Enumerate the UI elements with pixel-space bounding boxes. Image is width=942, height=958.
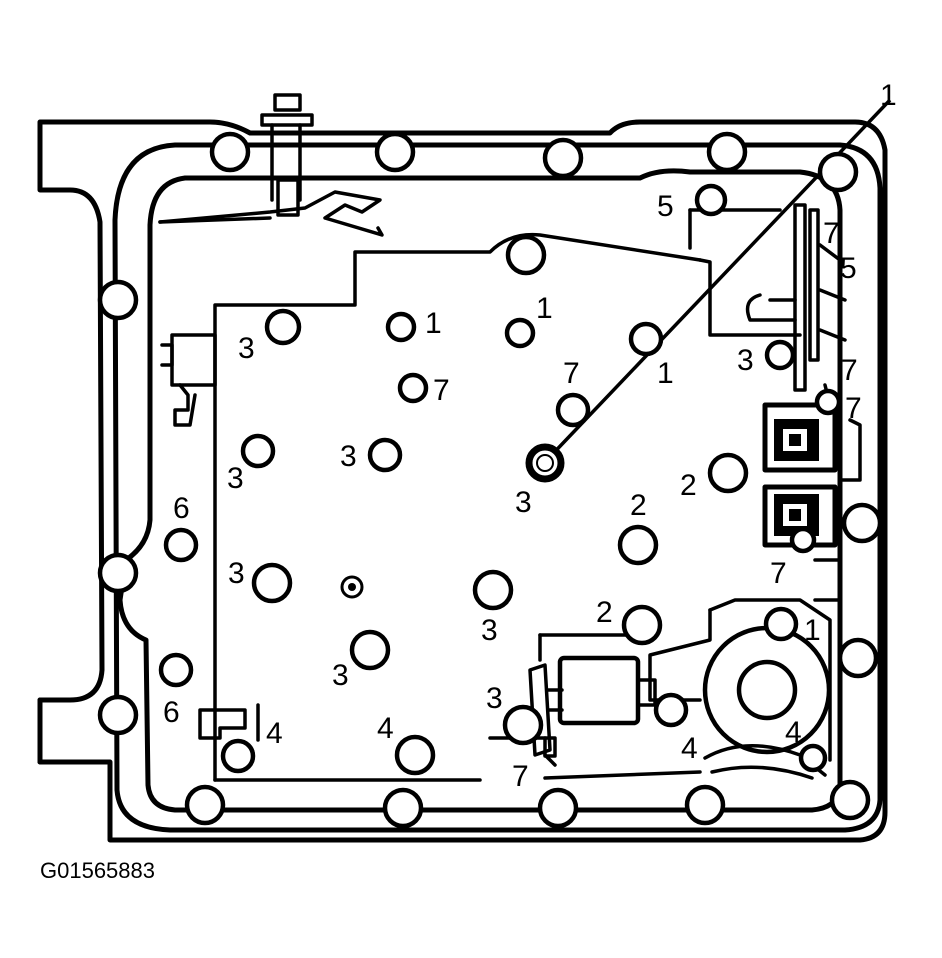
bolt-label: 5 — [657, 190, 674, 223]
bolt-label: 4 — [377, 712, 394, 745]
bolt-hole — [184, 784, 226, 826]
figure-code: G01565883 — [40, 858, 155, 883]
bolt-hole — [209, 131, 251, 173]
gasket-outline — [112, 142, 883, 833]
bolt-label: 2 — [596, 596, 613, 629]
bolt-hole — [349, 629, 391, 671]
bolt-hole — [706, 131, 748, 173]
bolt-label: 3 — [332, 659, 349, 692]
bolt-hole — [628, 321, 664, 357]
bolt-label: 7 — [823, 217, 840, 250]
right-connectors — [762, 402, 862, 548]
bolt-hole — [814, 388, 842, 416]
bolt-hole — [240, 433, 276, 469]
bolt-label: 4 — [785, 716, 802, 749]
bolt-label: 6 — [163, 696, 180, 729]
bolt-labels: 1 1 1 1 2 2 2 2 3 3 3 3 3 3 3 3 3 3 4 4 … — [163, 190, 862, 793]
bolt-label: 4 — [266, 717, 283, 750]
bolt-hole — [789, 526, 817, 554]
bolt-label: 7 — [563, 357, 580, 390]
manual-shaft — [158, 93, 384, 237]
bolt-label: 2 — [630, 489, 647, 522]
center-solenoid — [488, 633, 657, 767]
bolt-label: 7 — [433, 374, 450, 407]
bolt-hole — [502, 704, 544, 746]
bolt-label: 1 — [804, 614, 821, 647]
bolt-label: 3 — [515, 486, 532, 519]
bolt-hole — [684, 784, 726, 826]
accumulator-housing — [648, 558, 842, 780]
bolt-label: 2 — [680, 469, 697, 502]
callout-number: 1 — [880, 79, 897, 112]
bolt-hole — [537, 787, 579, 829]
bolt-label: 1 — [425, 307, 442, 340]
interior-bolt-holes — [158, 183, 842, 776]
bolt-label: 3 — [227, 462, 244, 495]
bolt-hole — [707, 452, 749, 494]
bolt-label: 3 — [737, 344, 754, 377]
bolt-hole — [385, 311, 417, 343]
bolt-hole — [97, 552, 139, 594]
bolt-hole — [394, 734, 436, 776]
bolt-label: 7 — [841, 354, 858, 387]
bolt-hole — [397, 372, 429, 404]
bolt-hole — [763, 606, 799, 642]
bolt-label: 3 — [228, 557, 245, 590]
bolt-hole — [158, 652, 194, 688]
bolt-label: 6 — [173, 492, 190, 525]
bolt-hole — [798, 743, 828, 773]
bolt-hole — [97, 279, 139, 321]
bolt-hole — [617, 524, 659, 566]
valve-body-outline — [213, 208, 802, 782]
bolt-hole — [382, 787, 424, 829]
bolt-hole — [653, 692, 689, 728]
center-target-marker — [340, 575, 364, 599]
bolt-hole — [555, 392, 591, 428]
bolt-hole — [764, 339, 796, 371]
bolt-hole — [163, 527, 199, 563]
bolt-hole — [220, 738, 256, 774]
bolt-label: 4 — [681, 732, 698, 765]
bolt-label: 7 — [512, 760, 529, 793]
perimeter-bolt-holes — [97, 131, 883, 829]
bolt-label: 5 — [840, 252, 857, 285]
bolt-hole — [251, 562, 293, 604]
bolt-label: 7 — [845, 392, 862, 425]
bolt-label: 1 — [657, 357, 674, 390]
bolt-hole — [841, 502, 883, 544]
bolt-label: 3 — [486, 682, 503, 715]
bolt-label: 7 — [770, 557, 787, 590]
bolt-hole — [374, 131, 416, 173]
bolt-hole — [817, 151, 859, 193]
bolt-hole — [367, 437, 403, 473]
bolt-hole — [97, 694, 139, 736]
lower-left-bracket — [198, 703, 260, 742]
bolt-hole — [837, 637, 879, 679]
bolt-label: 3 — [481, 614, 498, 647]
bolt-hole — [472, 569, 514, 611]
bolt-hole — [542, 137, 584, 179]
bolt-hole — [505, 234, 547, 276]
bolt-label: 3 — [340, 440, 357, 473]
bolt-hole — [829, 779, 871, 821]
bolt-hole — [694, 183, 728, 217]
bolt-label: 1 — [536, 292, 553, 325]
bolt-label: 3 — [238, 332, 255, 365]
left-bracket — [160, 333, 217, 427]
bolt-hole — [504, 317, 536, 349]
bolt-hole — [264, 308, 302, 346]
bolt-hole — [621, 604, 663, 646]
